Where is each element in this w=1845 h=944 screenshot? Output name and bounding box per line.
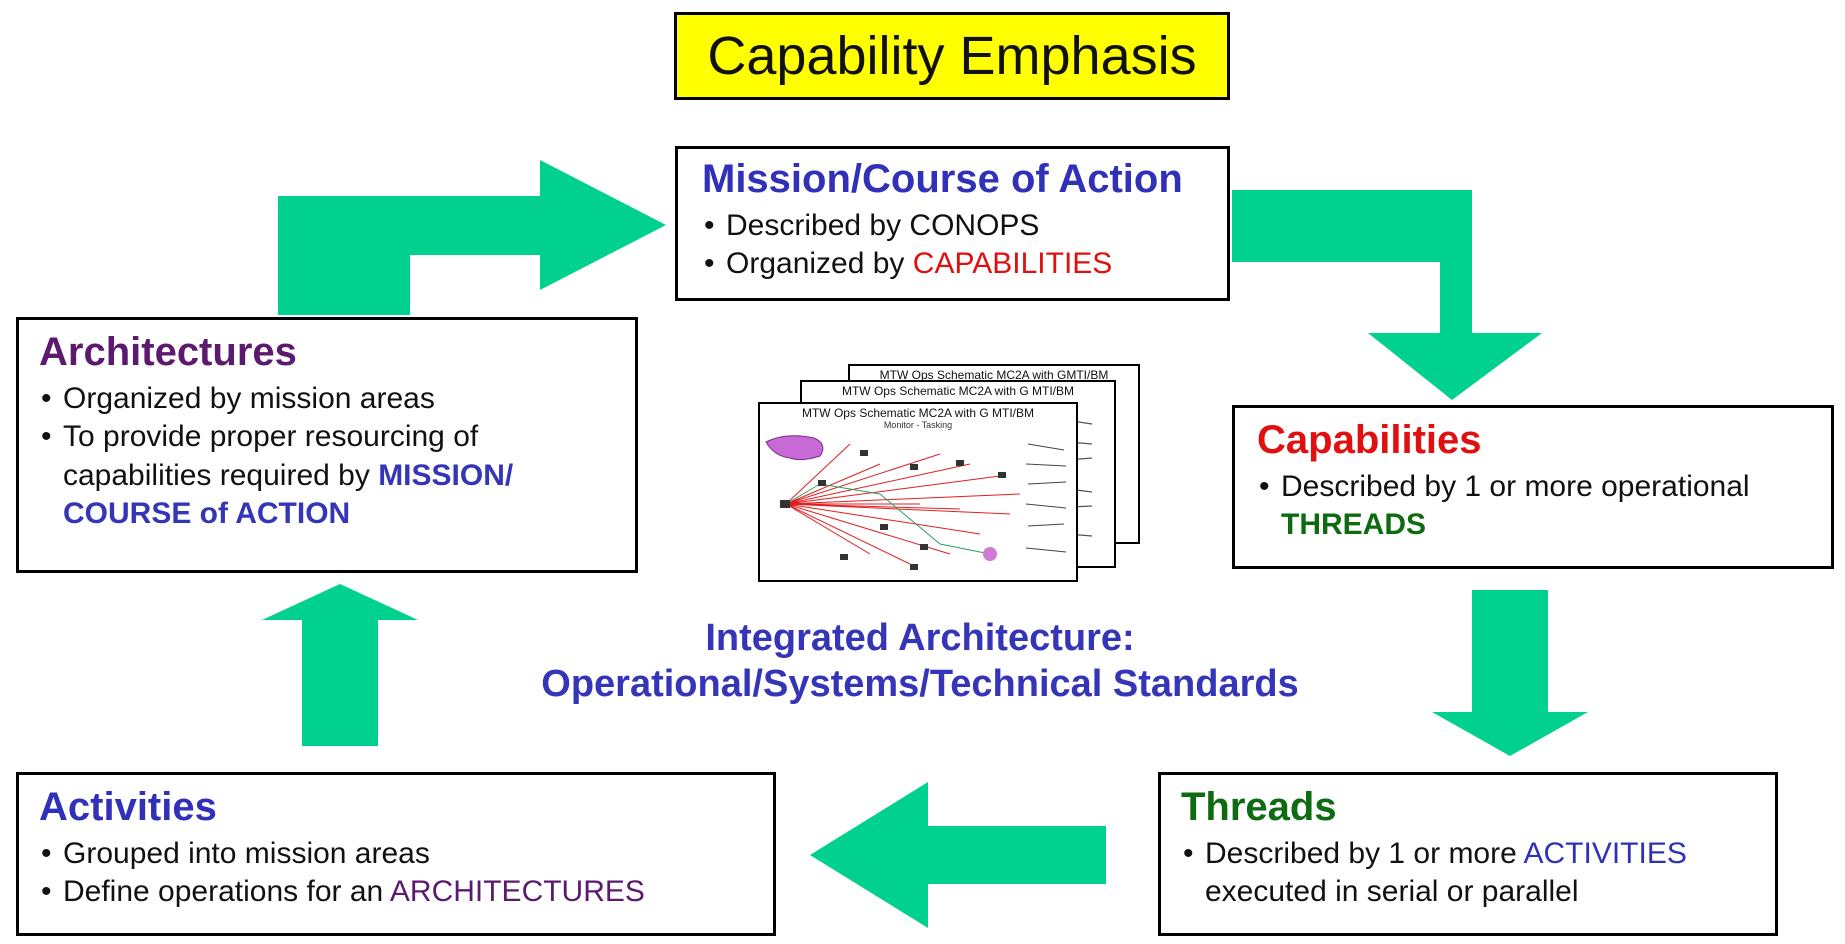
arrow-mission-to-capabilities [1232,190,1542,400]
schematic-front-title: MTW Ops Schematic MC2A with G MTI/BM [801,406,1035,420]
schematic-front-drawing [765,435,1067,570]
architectures-box: Architectures Organized by mission areas… [16,317,638,573]
integrated-architecture-label: Integrated Architecture: Operational/Sys… [440,616,1400,707]
threads-bullet-1-keyword: ACTIVITIES [1523,837,1687,870]
arrow-capabilities-to-threads [1432,590,1588,756]
arrow-architectures-to-mission [278,160,666,315]
mission-bullet-2-keyword: CAPABILITIES [912,247,1113,281]
schematic-front-subtitle: Monitor - Tasking [883,420,953,430]
activities-bullet-1: Grouped into mission areas [39,835,753,874]
arrow-threads-to-activities [810,782,1106,928]
architectures-bullet-2-keyword: MISSION/ COURSE of ACTION [63,458,514,531]
architectures-bullet-2: To provide proper resourcing of capabili… [39,418,615,533]
activities-heading: Activities [39,785,217,829]
threads-bullet-1: Described by 1 or more ACTIVITIES execut… [1181,835,1755,912]
integrated-line-1: Integrated Architecture: [705,617,1135,659]
mission-bullet-2: Organized by CAPABILITIES [702,245,1203,284]
capabilities-bullet-1: Described by 1 or more operational THREA… [1257,468,1809,545]
schematic-sheet-front: MTW Ops Schematic MC2A with G MTI/BM Mon… [758,402,1078,582]
threads-bullet-1-tail: executed in serial or parallel [1205,875,1579,909]
architectures-bullet-2-text: To provide proper resourcing of capabili… [63,420,479,492]
highlight-node [983,547,997,561]
mission-box: Mission/Course of Action Described by CO… [675,146,1230,301]
activities-bullet-2-keyword: ARCHITECTURES [389,875,645,909]
capabilities-bullet-1-text: Described by 1 or more operational [1281,470,1750,503]
mission-heading: Mission/Course of Action [702,157,1183,201]
schematic-middle-title: MTW Ops Schematic MC2A with G MTI/BM [841,384,1075,398]
activities-box: Activities Grouped into mission areas De… [16,772,776,936]
arrow-activities-to-architectures [262,584,418,746]
integrated-line-2: Operational/Systems/Technical Standards [541,662,1299,705]
page-title: Capability Emphasis [674,12,1230,100]
threads-box: Threads Described by 1 or more ACTIVITIE… [1158,772,1778,936]
architectures-heading: Architectures [39,330,297,374]
capabilities-bullet-1-keyword: THREADS [1281,508,1427,542]
architectures-bullet-1: Organized by mission areas [39,380,615,419]
schematic-back-title: MTW Ops Schematic MC2A with GMTI/BM [879,368,1109,382]
threads-bullet-1-text: Described by 1 or more [1205,837,1524,870]
threads-heading: Threads [1181,785,1337,829]
capabilities-heading: Capabilities [1257,418,1482,462]
capabilities-box: Capabilities Described by 1 or more oper… [1232,405,1834,569]
map-region-shape [765,435,824,461]
mission-bullet-1: Described by CONOPS [702,207,1203,246]
activities-bullet-2: Define operations for an ARCHITECTURES [39,873,753,912]
mission-bullet-2-text: Organized by [726,247,913,281]
activities-bullet-2-text: Define operations for an [63,875,390,909]
